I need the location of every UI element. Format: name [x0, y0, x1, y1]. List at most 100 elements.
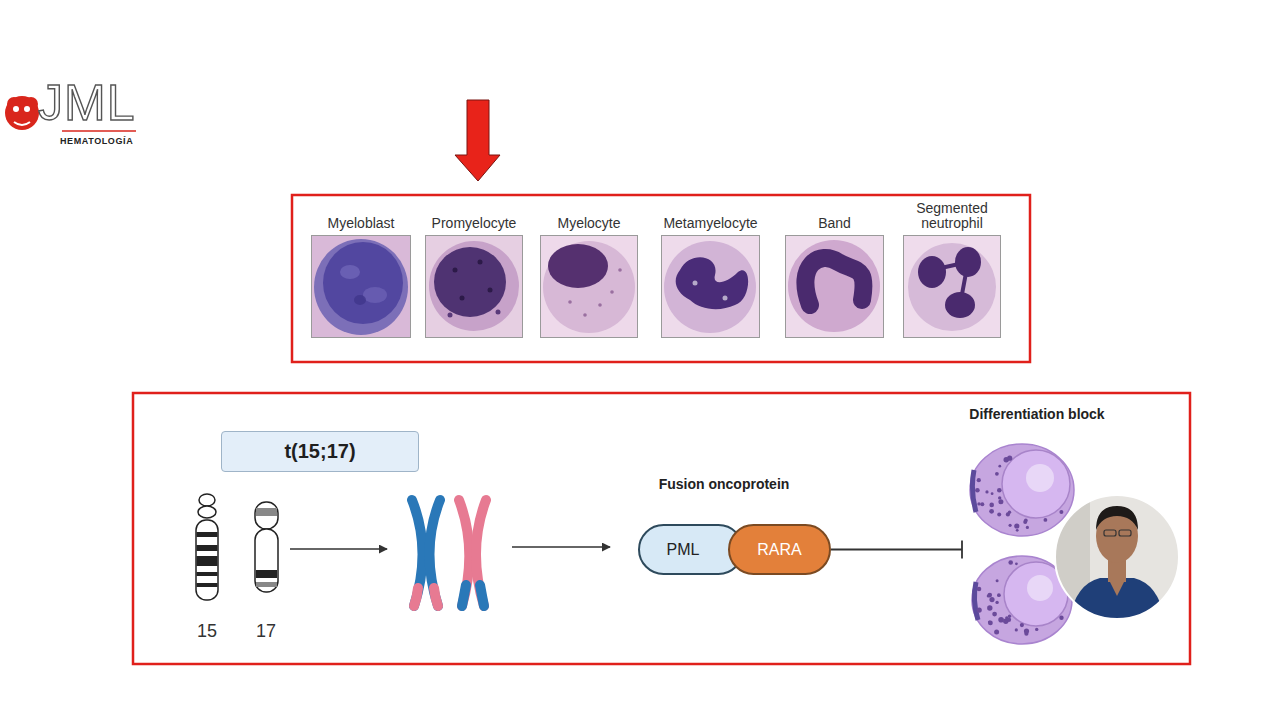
promyelocyte-cell [488, 288, 493, 293]
promyelocyte-cell [448, 313, 453, 318]
band-cell [805, 258, 863, 305]
granule-dot [992, 612, 997, 617]
logo-mark [7, 97, 21, 111]
chromosome-15 [197, 545, 218, 551]
blocked-promyelocyte [972, 556, 1072, 644]
chromosome-17 [255, 502, 278, 529]
granule-dot [1009, 524, 1012, 527]
blocked-promyelocyte [970, 444, 1074, 644]
myelocyte-cell [540, 235, 638, 338]
chromosome-15 [197, 583, 218, 587]
cell-image: Promyelocyte [425, 235, 523, 338]
segmented-neutrophil-cell [918, 256, 946, 288]
chromosome-15 [196, 520, 218, 600]
frame-box [133, 393, 1190, 664]
myelocyte-cell [548, 244, 608, 288]
node-text: Segmented neutrophil [892, 201, 1012, 231]
granule-dot [1008, 560, 1013, 565]
myeloblast-cell [363, 287, 387, 303]
band-cell [785, 235, 884, 338]
chromosome-15 [197, 556, 218, 566]
granule-dot [1008, 615, 1011, 618]
promyelocyte-cell [434, 247, 506, 317]
granule-dot [988, 621, 993, 626]
myeloblast-cell [340, 265, 360, 279]
chromosome-15 [196, 494, 218, 600]
granule-dot [998, 499, 1003, 504]
granule-dot [987, 605, 992, 610]
logo-subtitle: HEMATOLOGÍA [60, 136, 133, 146]
granule-dot [977, 502, 980, 505]
node-text: t(15;17) [284, 440, 355, 463]
myelocyte-cell [598, 303, 602, 307]
webcam-image [1096, 506, 1138, 530]
granule-dot [998, 496, 1001, 499]
cell-group: Differentiation block [962, 400, 1112, 645]
granule-dot [1015, 628, 1018, 631]
metamyelocyte-cell [693, 281, 698, 286]
granule-dot [1007, 456, 1012, 461]
node-text: Promyelocyte [414, 216, 534, 231]
chromosome-15 [197, 532, 218, 537]
metamyelocyte-cell [664, 241, 756, 333]
cell-image: Band [785, 235, 884, 338]
chromosome-15 [198, 506, 216, 518]
promyelocyte-cell [496, 310, 501, 315]
granule-dot [997, 593, 1001, 597]
translocation-tag: t(15;17) [221, 431, 419, 472]
blocked-promyelocyte [970, 444, 1074, 536]
band-cell [788, 240, 880, 332]
chromosome-number: 15 [192, 621, 222, 642]
blocked-promyelocyte [1002, 450, 1070, 518]
logo-mark [24, 97, 38, 111]
node-text: Differentiation block [962, 406, 1112, 422]
flow-arrow [290, 548, 387, 550]
logo-mark [13, 106, 19, 112]
logo-mark [24, 106, 30, 112]
webcam-image [1104, 530, 1116, 536]
translocated-chromosomes [480, 585, 484, 606]
logo-mark [5, 96, 39, 130]
chromosome-17 [256, 508, 277, 516]
granule-dot [980, 502, 984, 506]
chromosome-15 [197, 572, 218, 576]
segmented-neutrophil-cell [903, 235, 1001, 338]
myelocyte-cell [610, 290, 614, 294]
heading-label: Fusion oncoprotein [634, 476, 814, 492]
segmented-neutrophil-cell [955, 247, 981, 277]
metamyelocyte-cell [661, 235, 760, 338]
flow-arrow [290, 547, 610, 549]
node-text: Myelocyte [529, 216, 649, 231]
granule-dot [996, 579, 999, 582]
granule-dot [988, 593, 993, 598]
granule-dot [1008, 511, 1011, 514]
granule-dot [998, 465, 1001, 468]
promyelocyte-cell [425, 235, 523, 338]
webcam-image [1068, 578, 1166, 630]
cell-image: Myeloblast [311, 235, 411, 338]
granule-dot [1059, 616, 1063, 620]
granule-dot [1020, 623, 1024, 627]
granule-dot [1035, 628, 1038, 631]
node-text: RARA [757, 541, 801, 559]
webcam-image [1108, 578, 1126, 596]
logo-mark [62, 130, 136, 132]
chromosome-number: 17 [251, 621, 281, 642]
webcam-image [1050, 490, 1190, 630]
promyelocyte-cell [478, 260, 483, 265]
fusion-part: RARA [728, 524, 831, 575]
granule-dot [1024, 629, 1029, 634]
webcam-image [1050, 490, 1190, 630]
segmented-neutrophil-cell [945, 292, 975, 318]
pointer-arrow [455, 100, 500, 181]
granule-dot [995, 472, 999, 476]
myelocyte-cell [568, 300, 572, 304]
myeloblast-cell [314, 239, 408, 335]
translocated-chromosomes [429, 500, 440, 606]
granule-dot [1044, 518, 1048, 522]
webcam-frame [1055, 495, 1179, 619]
chromosome-17 [255, 529, 278, 592]
chromosome-15 [199, 494, 215, 506]
